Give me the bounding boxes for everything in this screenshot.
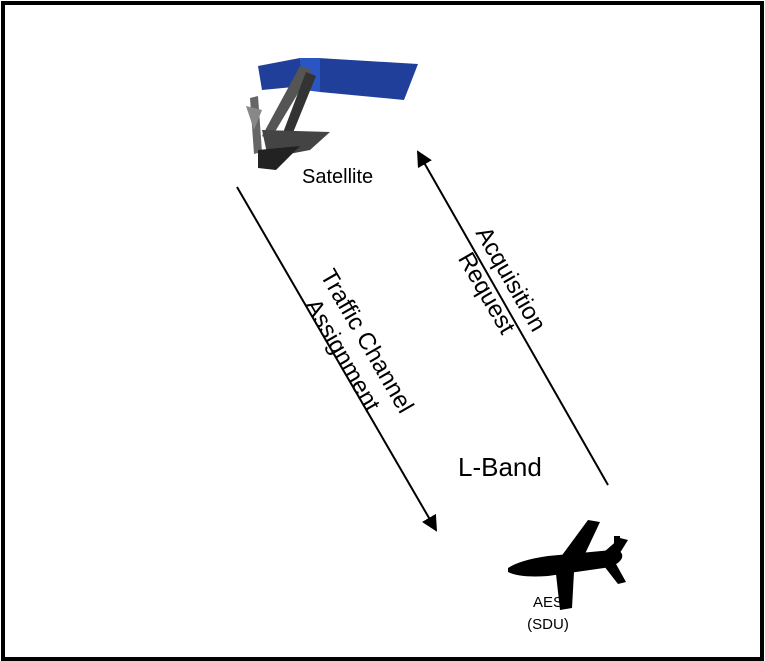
aircraft-label-line2: (SDU): [527, 616, 569, 633]
uplink-label: Acquisition Request: [452, 222, 551, 339]
uplink-arrow: [417, 150, 609, 486]
downlink-label: Traffic Channel Assignment: [299, 265, 418, 418]
aircraft-label-line1: AES: [533, 594, 563, 611]
diagram-canvas: Satellite Traffic Channel Assignment Acq…: [236, 58, 628, 633]
downlink-arrow: [236, 186, 438, 532]
airplane-icon: [508, 520, 628, 610]
satellite-label: Satellite: [302, 166, 373, 188]
satellite-icon: [246, 58, 418, 170]
band-label: L-Band: [458, 452, 542, 482]
